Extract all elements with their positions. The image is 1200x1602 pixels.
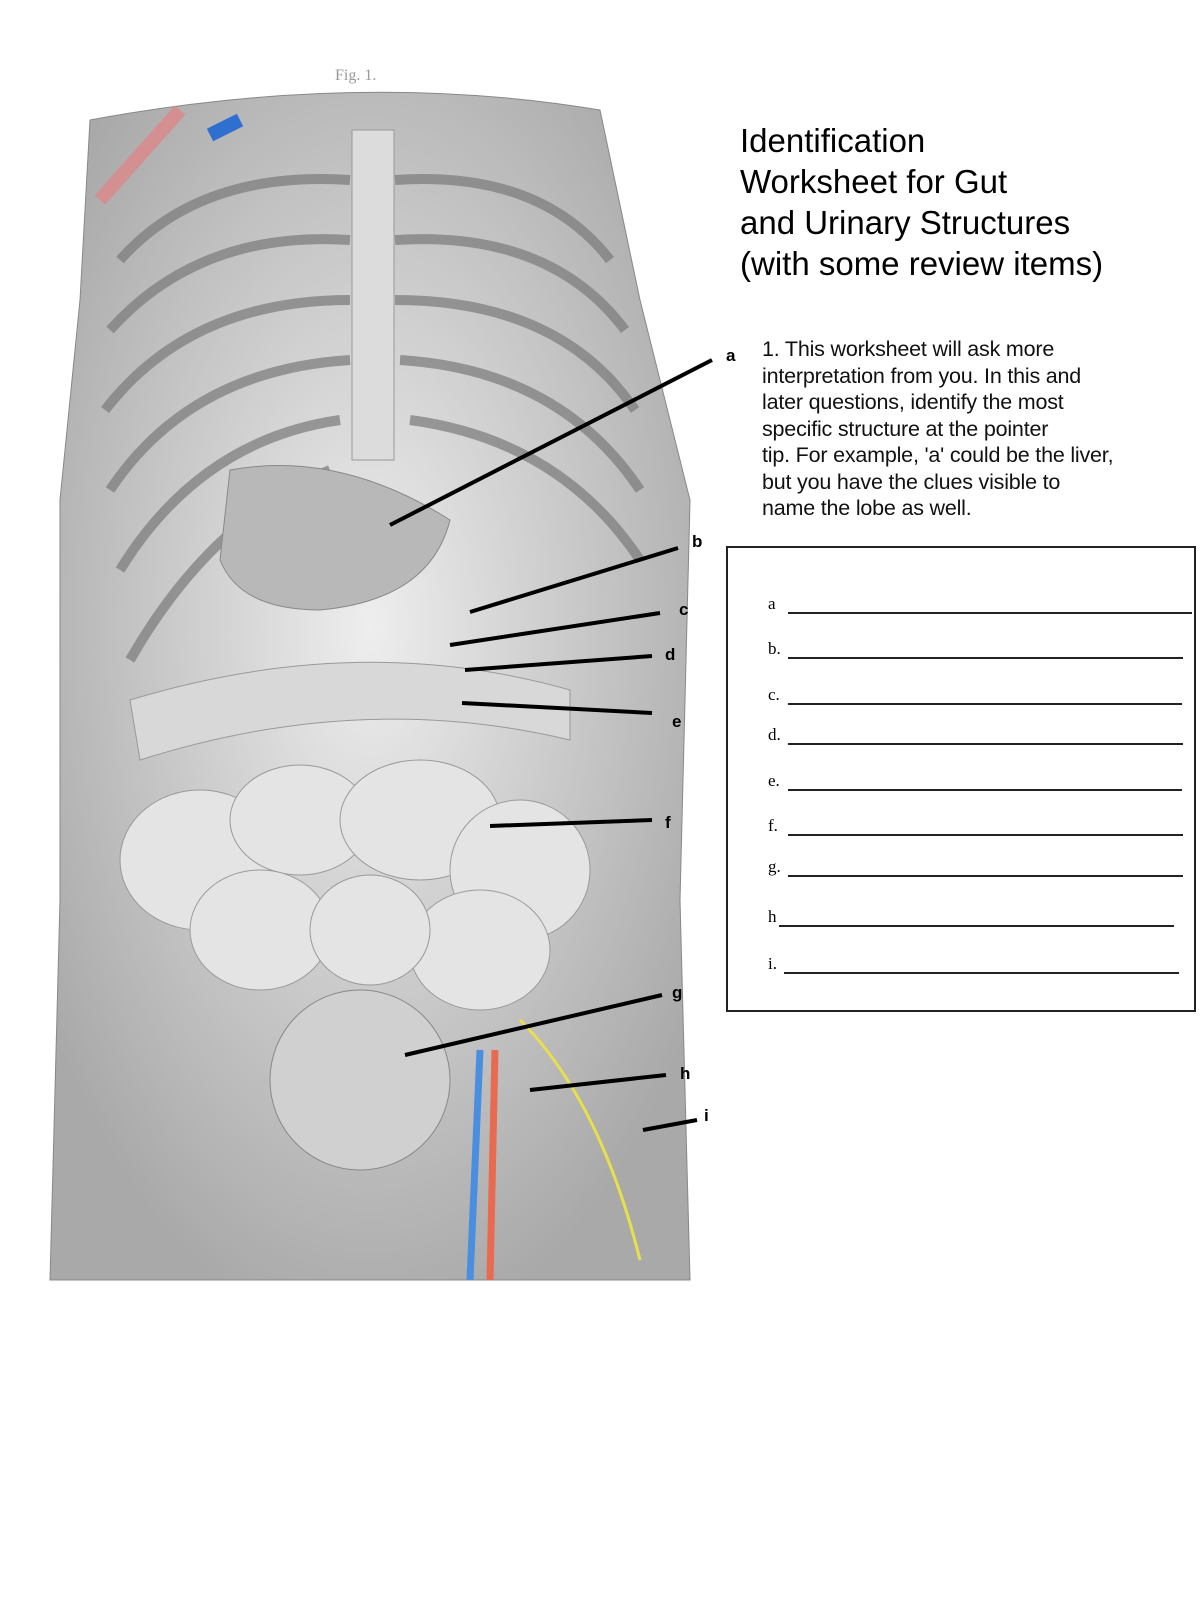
liver bbox=[219, 465, 451, 611]
intestines bbox=[119, 759, 591, 1011]
anatomy-illustration: Fig. 1. bbox=[49, 67, 713, 1281]
answer-row-b: b. bbox=[768, 639, 1183, 659]
answer-line-b[interactable] bbox=[788, 657, 1183, 659]
answer-line-f[interactable] bbox=[788, 834, 1183, 836]
question-line: interpretation from you. In this and bbox=[762, 363, 1082, 388]
answer-label: c. bbox=[768, 685, 780, 704]
vessels bbox=[94, 105, 642, 1281]
pointer-label-h: h bbox=[680, 1064, 691, 1083]
pointer-label-e: e bbox=[672, 712, 682, 731]
pointer-label-d: d bbox=[665, 645, 676, 664]
pointer-label-g: g bbox=[672, 983, 683, 1002]
pointer-label-b: b bbox=[692, 532, 703, 551]
answer-row-g: g. bbox=[768, 857, 1183, 877]
answer-label: d. bbox=[768, 725, 781, 744]
answer-line-g[interactable] bbox=[788, 875, 1183, 877]
answer-row-d: d. bbox=[768, 725, 1183, 745]
title-line: and Urinary Structures bbox=[740, 204, 1071, 241]
pointer-label-a: a bbox=[726, 346, 736, 365]
figure-caption: Fig. 1. bbox=[335, 67, 376, 84]
pointer-label-c: c bbox=[679, 600, 689, 619]
question-line: but you have the clues visible to bbox=[762, 469, 1061, 494]
answer-row-f: f. bbox=[768, 816, 1183, 836]
answer-line-h[interactable] bbox=[779, 925, 1174, 927]
pointer-lines bbox=[389, 358, 713, 1132]
answer-row-a: a bbox=[768, 594, 1192, 614]
question-line: 1. This worksheet will ask more bbox=[762, 337, 1055, 361]
answer-line-e[interactable] bbox=[788, 789, 1182, 791]
answer-label: i. bbox=[768, 954, 777, 973]
worksheet-title: Identification Worksheet for Gut and Uri… bbox=[740, 120, 1103, 284]
sternum bbox=[351, 129, 395, 461]
answer-row-c: c. bbox=[768, 685, 1182, 705]
answer-label: h bbox=[768, 907, 777, 926]
question-line: tip. For example, 'a' could be the liver… bbox=[762, 443, 1114, 467]
ribcage bbox=[101, 174, 645, 663]
answer-line-d[interactable] bbox=[788, 743, 1183, 745]
pointer-label-f: f bbox=[665, 813, 671, 832]
answer-label: b. bbox=[768, 639, 781, 658]
answer-row-h: h bbox=[768, 907, 1174, 927]
bladder bbox=[269, 989, 451, 1171]
pointer-label-i: i bbox=[704, 1106, 709, 1125]
answer-line-a[interactable] bbox=[788, 612, 1192, 614]
question-line: specific structure at the pointer bbox=[762, 416, 1049, 441]
question-line: later questions, identify the most bbox=[762, 390, 1064, 414]
answer-label: g. bbox=[768, 857, 781, 876]
question-line: name the lobe as well. bbox=[762, 496, 972, 520]
answer-box: a b. c. d. e. f. g. h i. bbox=[726, 546, 1196, 1012]
answer-row-i: i. bbox=[768, 954, 1179, 974]
title-line: Identification bbox=[740, 122, 926, 159]
answer-line-c[interactable] bbox=[788, 703, 1182, 705]
title-line: Worksheet for Gut bbox=[740, 163, 1008, 200]
answer-label: a bbox=[768, 594, 776, 613]
question-text: 1. This worksheet will ask more interpre… bbox=[762, 336, 1192, 522]
answer-line-i[interactable] bbox=[784, 972, 1179, 974]
answer-label: f. bbox=[768, 816, 778, 835]
answer-row-e: e. bbox=[768, 771, 1182, 791]
answer-label: e. bbox=[768, 771, 780, 790]
title-line: (with some review items) bbox=[740, 245, 1104, 282]
colon bbox=[129, 661, 571, 761]
